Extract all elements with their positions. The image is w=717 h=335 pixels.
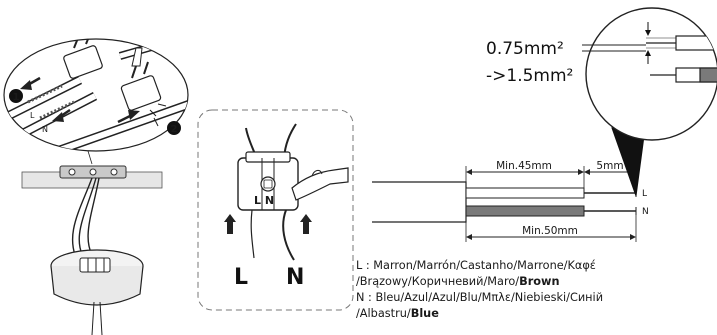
output-wire-n <box>282 209 295 261</box>
legend-brown: Brown <box>519 275 560 288</box>
suspension-cord <box>99 301 103 335</box>
legend-line-l-2: /Brązowy/Коричневий/Maro/Brown <box>356 275 560 288</box>
dashed-panel-frame <box>197 109 354 311</box>
wire-insulation-n <box>465 205 585 217</box>
step-2-label: 2 <box>171 124 178 135</box>
suspension-cord <box>91 301 95 335</box>
size-label-min: 0.75mm² <box>486 39 564 59</box>
step-1-marker <box>9 89 23 103</box>
wire-insulation-l <box>465 187 585 199</box>
arrow-up-icon <box>224 214 236 222</box>
cross-section-inset: 0.75mm² ->1.5mm² <box>486 7 717 197</box>
letter-n: N <box>286 265 304 290</box>
legend-line-n-2: /Albastru/Blue <box>356 307 439 320</box>
letter-l: L <box>234 265 248 290</box>
arrow-icon <box>128 110 140 120</box>
bracket-hole-icon <box>110 168 118 176</box>
wire-color-legend: L : Marron/Marrón/Castanho/Marrone/Καφέ … <box>356 258 716 322</box>
arrow-icon <box>20 80 32 90</box>
strip-length-diagram: L N Min.45mm 5mm Min.50mm <box>372 160 649 242</box>
legend-line-n-1: N : Bleu/Azul/Azul/Blu/Μπλε/Niebieski/Си… <box>356 291 604 304</box>
output-wire-l <box>250 209 255 259</box>
connector-detail-zoom: 1 2 L N <box>3 38 189 165</box>
bracket-hole-icon <box>68 168 76 176</box>
zoom-label-n: N <box>42 125 48 134</box>
wire-end-label-n: N <box>642 207 649 217</box>
supply-wire <box>87 177 100 263</box>
hand-icon <box>291 167 349 201</box>
arrow-up-icon <box>300 214 312 222</box>
canopy-body <box>50 265 144 306</box>
legend-blue: Blue <box>410 307 439 320</box>
wire-end-label-l: L <box>642 189 647 199</box>
bracket-hole-icon <box>89 168 97 176</box>
ceiling-installation-illustration <box>21 165 163 335</box>
connector-lettering: L N <box>254 194 274 207</box>
step-2-marker <box>167 121 181 135</box>
step-1-label: 1 <box>13 92 20 103</box>
dimension-label-5: 5mm <box>596 160 623 172</box>
zoom-label-l: L <box>30 111 35 120</box>
connector-panel: L N L N <box>197 109 354 311</box>
wago-connector <box>79 257 111 273</box>
dimension-label-50: Min.50mm <box>522 225 578 237</box>
arrow-icon <box>52 112 64 122</box>
size-label-max: ->1.5mm² <box>486 66 573 86</box>
legend-line-l-1: L : Marron/Marrón/Castanho/Marrone/Καφέ <box>356 259 596 272</box>
dimension-label-45: Min.45mm <box>496 160 552 172</box>
cable-sheath <box>372 181 467 223</box>
